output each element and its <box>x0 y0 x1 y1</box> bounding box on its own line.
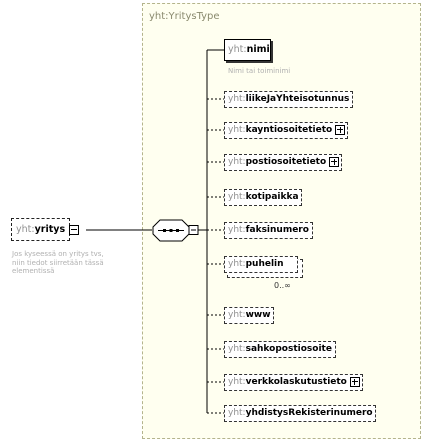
sequence-compositor-icon[interactable] <box>152 219 200 243</box>
expand-icon[interactable] <box>349 376 360 387</box>
element-kayntiosoitetieto[interactable]: yht:kayntiosoitetieto <box>224 122 349 139</box>
root-annotation: Jos kyseessä on yritys tvs, niin tiedot … <box>12 250 104 275</box>
expand-icon[interactable] <box>329 156 340 167</box>
element-kotipaikka[interactable]: yht:kotipaikka <box>224 189 303 206</box>
element-verkkolaskutustieto[interactable]: yht:verkkolaskutustieto <box>224 374 363 391</box>
nimi-annotation: Nimi tai toiminimi <box>228 67 291 75</box>
type-container <box>142 3 421 439</box>
occurrence-label: 0..∞ <box>274 281 291 290</box>
element-www[interactable]: yht:www <box>224 307 275 324</box>
element-liikeJaYhteisotunnus[interactable]: yht:liikeJaYhteisotunnus <box>224 91 354 108</box>
element-sahkopostiosoite[interactable]: yht:sahkopostiosoite <box>224 341 336 358</box>
element-puhelin[interactable]: yht:puhelin <box>224 256 298 273</box>
element-faksinumero[interactable]: yht:faksinumero <box>224 222 313 239</box>
element-yhdistysRekisterinumero[interactable]: yht:yhdistysRekisterinumero <box>224 405 377 422</box>
collapse-icon[interactable] <box>69 224 80 235</box>
root-element-yritys[interactable]: yht:yritys <box>11 218 80 241</box>
element-nimi[interactable]: yht:nimi <box>224 39 271 61</box>
type-label: yht:YritysType <box>149 11 220 22</box>
element-postiosoitetieto[interactable]: yht:postiosoitetieto <box>224 154 343 171</box>
expand-icon[interactable] <box>335 124 346 135</box>
